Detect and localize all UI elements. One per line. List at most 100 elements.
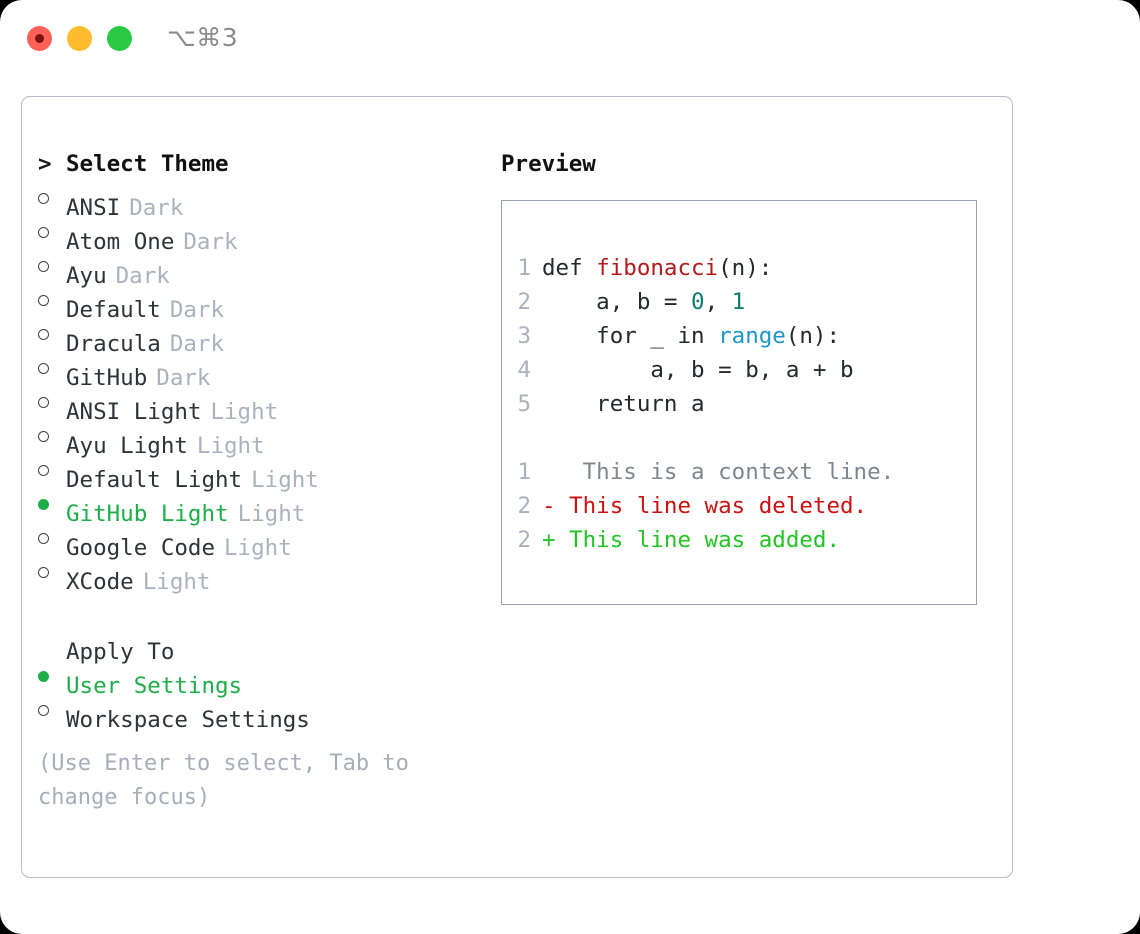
keyboard-hint: (Use Enter to select, Tab to change focu… — [38, 751, 409, 810]
code-line-text: a, b = b, a + b — [542, 353, 854, 387]
apply-to-option-label: Workspace Settings — [66, 707, 310, 733]
theme-option-github-light[interactable]: GitHub Light Light — [38, 487, 478, 527]
diff-line-text: - This line was deleted. — [542, 493, 868, 519]
apply-to-label: Apply To — [66, 639, 175, 665]
theme-variant-tag: Dark — [156, 365, 211, 391]
maximize-button[interactable] — [107, 26, 132, 51]
theme-name: Google Code — [66, 535, 216, 561]
code-line-text: a, b = 0, 1 — [542, 285, 745, 319]
theme-name: Ayu Light — [66, 433, 188, 459]
theme-variant-tag: Dark — [115, 263, 170, 289]
theme-variant-tag: Light — [251, 467, 319, 493]
radio-unselected-icon — [38, 567, 49, 578]
theme-name: Dracula — [66, 331, 161, 357]
radio-marker[interactable] — [38, 317, 66, 351]
theme-name: Default — [66, 297, 161, 323]
diff-line: 1 This is a context line. — [502, 455, 976, 489]
apply-to-option-workspace-settings[interactable]: Workspace Settings — [38, 693, 478, 733]
apply-to-option-user-settings[interactable]: User Settings — [38, 659, 478, 699]
close-button[interactable] — [27, 26, 52, 51]
diff-line-text: This is a context line. — [542, 459, 895, 485]
code-line: 2 a, b = 0, 1 — [502, 285, 976, 319]
radio-selected-icon — [38, 499, 49, 510]
radio-marker[interactable] — [38, 351, 66, 385]
radio-marker[interactable] — [38, 453, 66, 487]
radio-selected-icon — [38, 671, 49, 682]
token-plain: (n): — [718, 255, 773, 281]
radio-unselected-icon — [38, 705, 49, 716]
apply-to-option-label: User Settings — [66, 673, 243, 699]
line-number: 2 — [517, 493, 531, 519]
select-theme-header: > Select Theme — [38, 147, 478, 181]
theme-option-ansi-light[interactable]: ANSI Light Light — [38, 385, 478, 425]
theme-name: Ayu — [66, 263, 107, 289]
radio-marker[interactable] — [38, 487, 66, 521]
token-plain: , — [704, 289, 732, 315]
radio-unselected-icon — [38, 431, 49, 442]
diff-line-text: + This line was added. — [542, 527, 841, 553]
theme-variant-tag: Dark — [129, 195, 184, 221]
token-func: fibonacci — [596, 255, 719, 281]
theme-variant-tag: Light — [196, 433, 265, 459]
theme-variant-tag: Dark — [183, 229, 238, 255]
radio-unselected-icon — [38, 533, 49, 544]
theme-name: GitHub — [66, 365, 148, 391]
radio-marker[interactable] — [38, 181, 66, 215]
code-line-text: return a — [542, 387, 704, 421]
radio-marker[interactable] — [38, 215, 66, 249]
apply-to-header: Apply To — [38, 625, 478, 665]
diff-sample: 1 This is a context line. 2 - This line wa… — [502, 455, 976, 557]
token-call: range — [718, 323, 786, 349]
window-title-shortcut: ⌥⌘3 — [167, 23, 239, 52]
theme-option-xcode[interactable]: XCode Light — [38, 555, 478, 595]
line-number: 2 — [517, 527, 531, 553]
radio-unselected-icon — [38, 363, 49, 374]
theme-option-github[interactable]: GitHub Dark — [38, 351, 478, 391]
minimize-button[interactable] — [67, 26, 92, 51]
line-number: 1 — [517, 459, 531, 485]
radio-marker[interactable] — [38, 659, 66, 693]
theme-option-ansi[interactable]: ANSI Dark — [38, 181, 478, 221]
theme-variant-tag: Light — [210, 399, 279, 425]
theme-name: Atom One — [66, 229, 175, 255]
theme-variant-tag: Dark — [169, 331, 225, 357]
theme-variant-tag: Light — [237, 501, 306, 527]
radio-unselected-icon — [38, 295, 49, 306]
theme-option-ayu-light[interactable]: Ayu Light Light — [38, 419, 478, 459]
radio-marker[interactable] — [38, 521, 66, 555]
chevron-right-icon: > — [38, 151, 52, 177]
theme-name: GitHub Light — [66, 501, 229, 527]
theme-option-atom-one[interactable]: Atom One Dark — [38, 215, 478, 255]
radio-marker[interactable] — [38, 693, 66, 727]
theme-name: XCode — [66, 569, 134, 595]
radio-marker[interactable] — [38, 283, 66, 317]
select-theme-label: Select Theme — [66, 151, 229, 177]
diff-line: 2 + This line was added. — [502, 523, 976, 557]
radio-marker[interactable] — [38, 385, 66, 419]
theme-variant-tag: Light — [142, 569, 211, 595]
radio-unselected-icon — [38, 227, 49, 238]
radio-marker[interactable] — [38, 555, 66, 589]
code-line-text: for _ in range(n): — [542, 319, 840, 353]
radio-marker[interactable] — [38, 419, 66, 453]
theme-option-dracula[interactable]: Dracula Dark — [38, 317, 478, 357]
radio-unselected-icon — [38, 397, 49, 408]
token-plain: for _ in — [542, 323, 719, 349]
radio-unselected-icon — [38, 329, 49, 340]
code-line-text: def fibonacci(n): — [542, 251, 772, 285]
theme-option-ayu[interactable]: Ayu Dark — [38, 249, 478, 289]
theme-name: ANSI Light — [66, 399, 202, 425]
radio-marker[interactable] — [38, 249, 66, 283]
code-line: 5 return a — [502, 387, 976, 421]
token-plain: a, b = b, a + b — [542, 357, 854, 383]
theme-name: ANSI — [66, 195, 121, 221]
